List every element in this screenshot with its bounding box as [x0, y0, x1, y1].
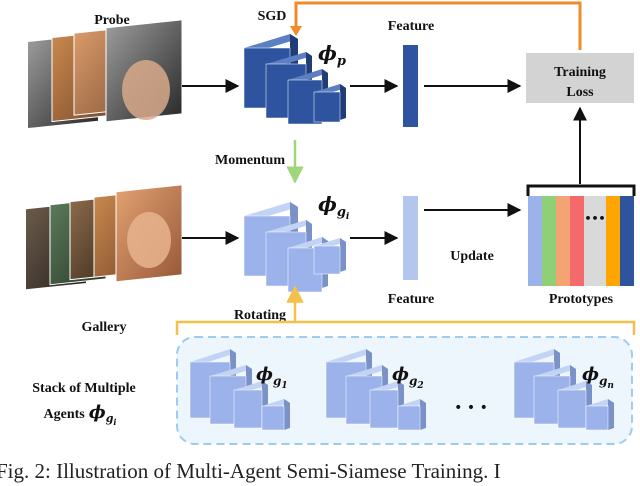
training-loss-box: [526, 53, 634, 103]
proto-bar-6: [606, 196, 620, 286]
momentum-label: Momentum: [215, 153, 285, 168]
gallery-images: [26, 184, 183, 290]
training-loss-line2: Loss: [566, 85, 594, 100]
stack-label-line1: Stack of Multiple: [32, 381, 135, 396]
prototype-brace: [526, 184, 636, 196]
proto-bar-2: [542, 196, 556, 286]
update-label: Update: [450, 249, 494, 264]
probe-network: [243, 34, 346, 125]
phi-p-symbol: ϕp: [318, 41, 346, 69]
feature-bar-probe: [403, 45, 418, 127]
prototypes-block: •••: [528, 196, 634, 286]
gallery-network: [243, 202, 346, 293]
figure-caption: Fig. 2: Illustration of Multi-Agent Semi…: [0, 459, 501, 483]
phi-gi-symbol: ϕgi: [318, 192, 350, 222]
gallery-face-5-head: [127, 212, 171, 268]
sgd-label: SGD: [258, 9, 287, 24]
training-loss-line1: Training: [554, 65, 606, 80]
proto-bar-5: [584, 196, 606, 286]
proto-bar-7: [620, 196, 634, 286]
gallery-label: Gallery: [81, 320, 126, 335]
phi-gn-symbol: ϕgn: [582, 364, 614, 391]
proto-bar-3: [556, 196, 570, 286]
feature-label-top: Feature: [388, 19, 434, 34]
probe-face-4-head: [122, 60, 170, 120]
proto-bar-4: [570, 196, 584, 286]
probe-images: [28, 19, 183, 129]
probe-label: Probe: [94, 13, 130, 28]
phi-g1-symbol: ϕg1: [256, 364, 288, 391]
proto-ellipsis: •••: [584, 212, 605, 225]
feature-label-bottom: Feature: [388, 292, 434, 307]
phi-g2-symbol: ϕg2: [392, 364, 424, 391]
arrow-sgd: [294, 1, 582, 50]
arrow-sgd-head: [290, 26, 302, 36]
agent-network-1: [189, 349, 290, 431]
prototypes-label: Prototypes: [549, 292, 614, 307]
agent-network-n: [513, 349, 614, 431]
agent-network-2: [325, 349, 426, 431]
arrow-rotating: [175, 320, 636, 335]
agents-ellipsis: • • •: [454, 400, 488, 416]
feature-bar-gallery: [403, 196, 418, 280]
rotating-label: Rotating: [234, 308, 286, 323]
proto-bar-1: [528, 196, 542, 286]
